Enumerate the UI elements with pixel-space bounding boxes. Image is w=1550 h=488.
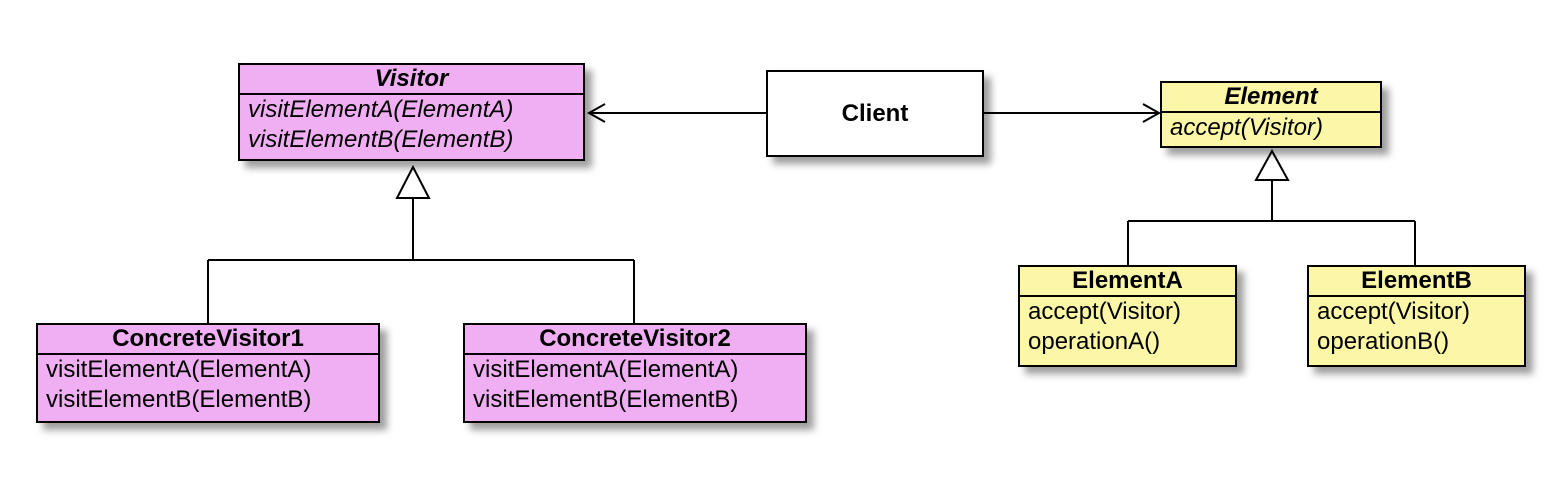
visitor-operation: visitElementB(ElementB) [248,126,514,153]
concrete-visitor-2-operations: visitElementA(ElementA) visitElementB(El… [465,355,805,415]
concrete-visitor-1-class: ConcreteVisitor1 visitElementA(ElementA)… [36,323,380,423]
visitor-class-name: Visitor [240,65,583,95]
element-a-class: ElementA accept(Visitor) operationA() [1018,265,1237,367]
element-inheritance-triangle [1254,148,1290,181]
concrete-visitor-2-name: ConcreteVisitor2 [465,325,805,355]
visitor-operation: visitElementA(ElementA) [248,96,514,123]
element-b-class: ElementB accept(Visitor) operationB() [1307,265,1526,367]
concrete-visitor-1-name: ConcreteVisitor1 [38,325,378,355]
element-generalization-line [1127,180,1416,265]
element-a-operation: accept(Visitor) [1028,298,1181,325]
visitor-arrowhead [586,103,606,123]
concrete-visitor-1-operation: visitElementB(ElementB) [46,386,312,413]
concrete-visitor-1-operations: visitElementA(ElementA) visitElementB(El… [38,355,378,415]
concrete-visitor-2-operation: visitElementA(ElementA) [473,356,739,383]
element-a-name: ElementA [1020,267,1235,297]
element-a-operations: accept(Visitor) operationA() [1020,297,1235,357]
visitor-generalization-line [207,198,635,323]
visitor-inheritance-triangle [395,164,431,199]
concrete-visitor-2-class: ConcreteVisitor2 visitElementA(ElementA)… [463,323,807,423]
element-b-operation: accept(Visitor) [1317,298,1470,325]
element-operations: accept(Visitor) [1162,113,1380,143]
element-arrowhead [1142,103,1162,123]
element-b-operations: accept(Visitor) operationB() [1309,297,1524,357]
visitor-operations: visitElementA(ElementA) visitElementB(El… [240,95,583,155]
element-class-name: Element [1162,83,1380,113]
visitor-class: Visitor visitElementA(ElementA) visitEle… [238,63,585,161]
element-b-operation: operationB() [1317,328,1450,355]
client-class: Client [766,70,984,157]
element-b-name: ElementB [1309,267,1524,297]
client-class-name: Client [841,99,909,127]
element-operation: accept(Visitor) [1170,114,1323,141]
element-a-operation: operationA() [1028,328,1161,355]
element-class: Element accept(Visitor) [1160,81,1382,148]
concrete-visitor-2-operation: visitElementB(ElementB) [473,386,739,413]
concrete-visitor-1-operation: visitElementA(ElementA) [46,356,312,383]
